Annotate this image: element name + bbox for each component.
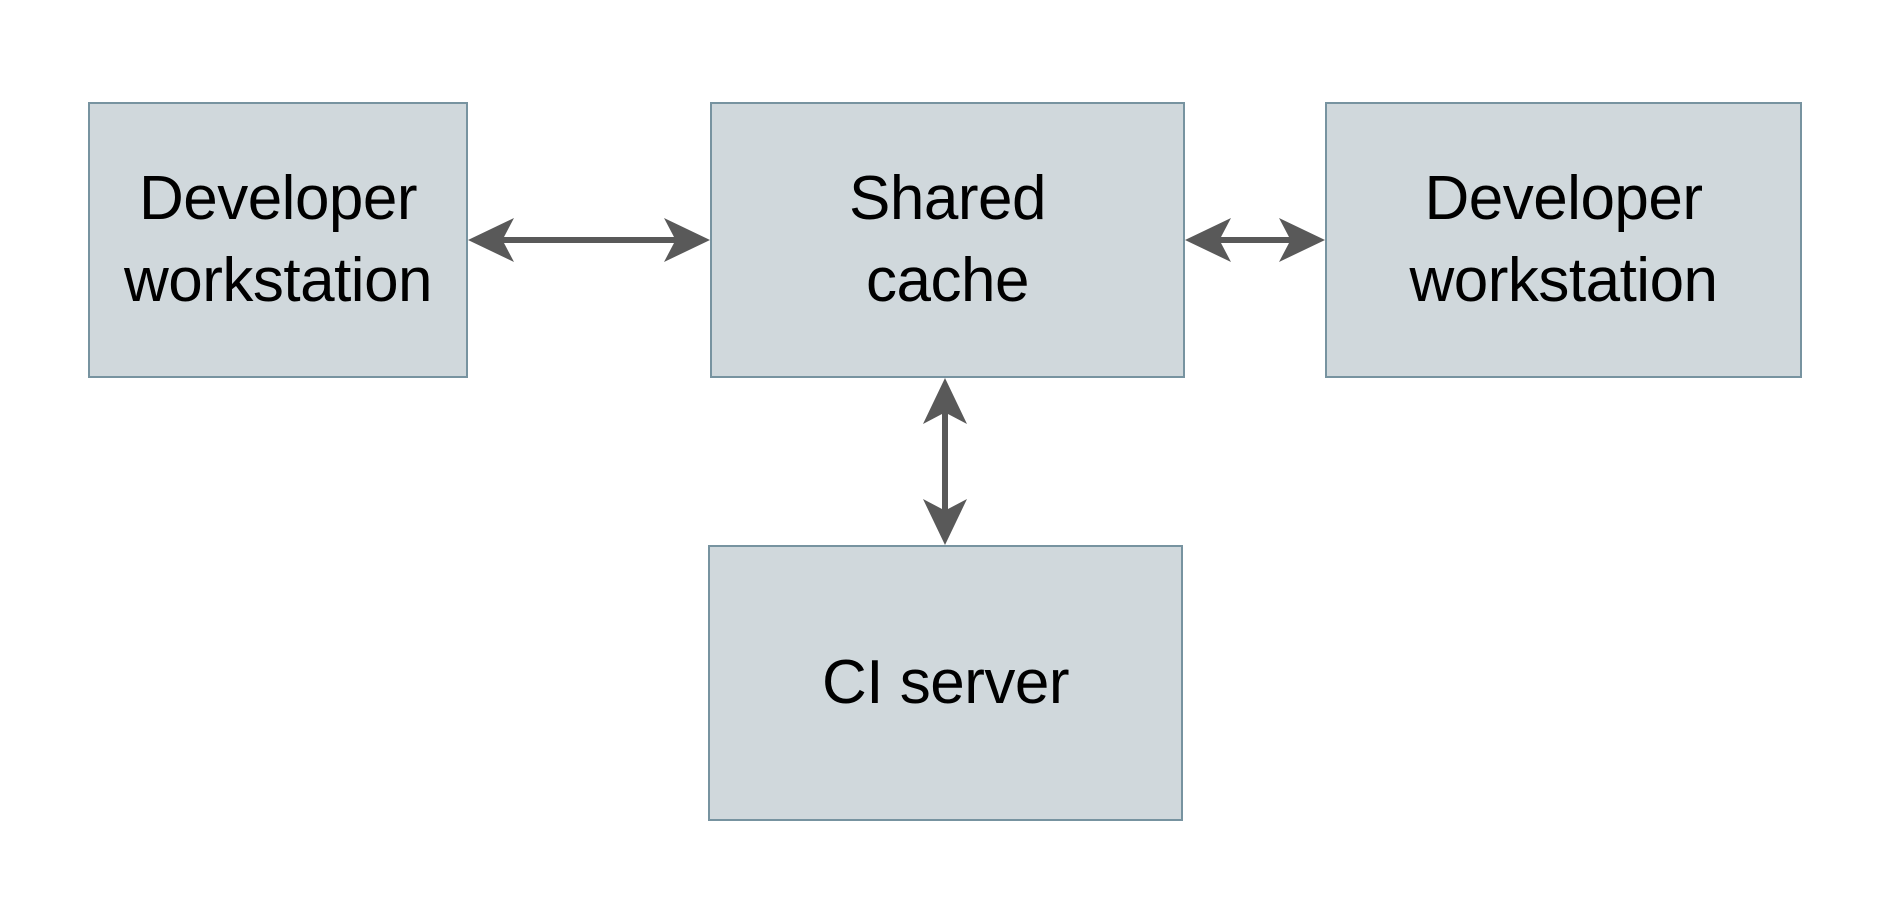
node-dev-workstation-left[interactable]: Developer workstation	[88, 102, 468, 378]
node-label: Shared cache	[849, 164, 1046, 315]
node-label: CI server	[822, 648, 1069, 718]
edge-cache-to-ci-server[interactable]	[919, 378, 971, 545]
double-headed-arrow-icon	[468, 218, 710, 262]
node-ci-server[interactable]: CI server	[708, 545, 1183, 821]
double-headed-arrow-icon	[1185, 218, 1325, 262]
node-dev-workstation-right[interactable]: Developer workstation	[1325, 102, 1802, 378]
edge-cache-to-right-workstation[interactable]	[1185, 214, 1325, 266]
node-label: Developer workstation	[123, 164, 433, 315]
node-shared-cache[interactable]: Shared cache	[710, 102, 1185, 378]
double-headed-arrow-icon	[923, 378, 967, 545]
node-label: Developer workstation	[1409, 164, 1718, 315]
edge-left-workstation-to-cache[interactable]	[468, 214, 710, 266]
